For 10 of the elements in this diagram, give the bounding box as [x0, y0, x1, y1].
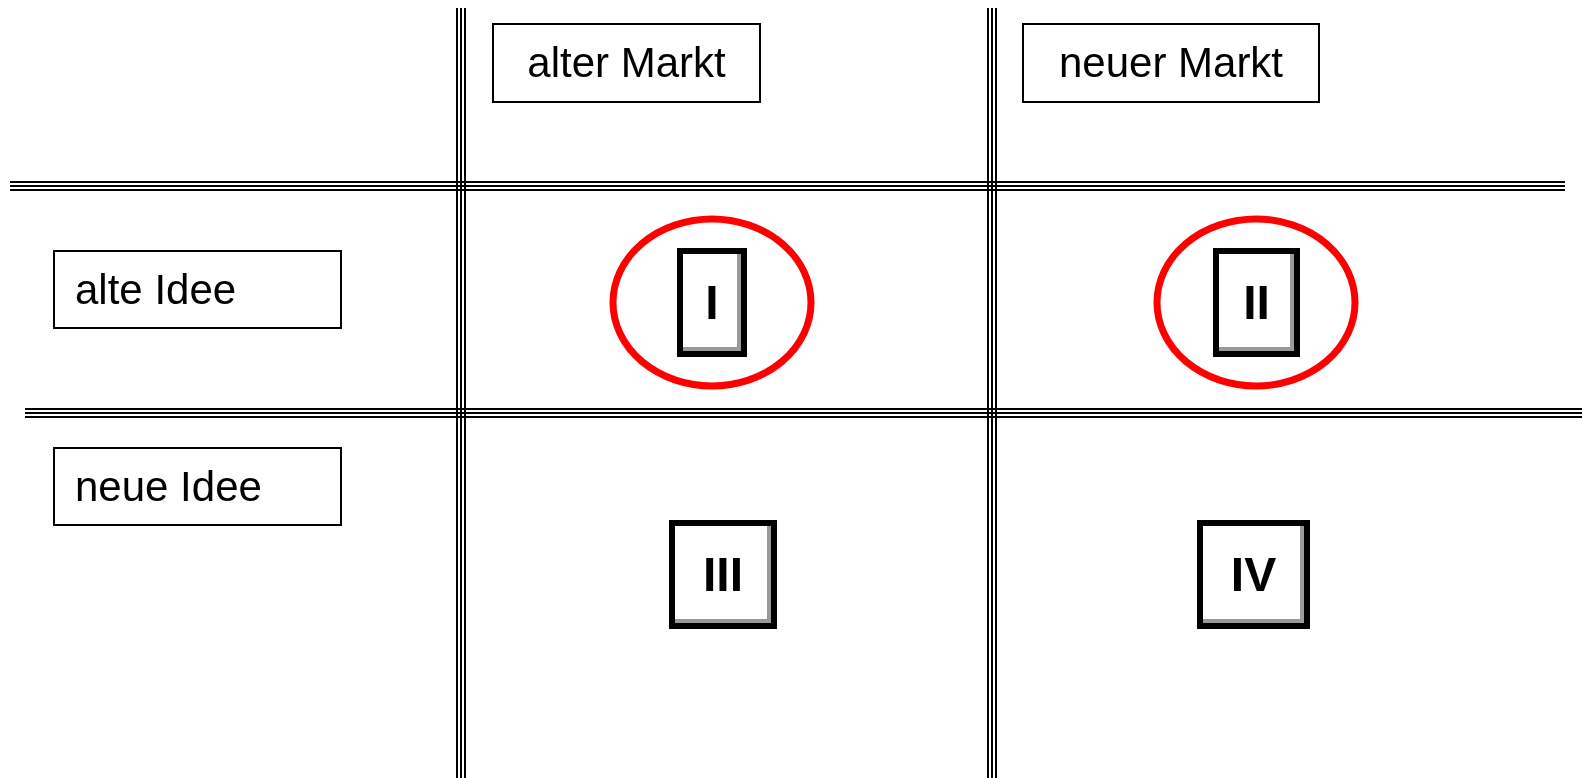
ellipse-outline	[1153, 215, 1359, 390]
label-box: alter Markt	[492, 23, 761, 103]
numeral-box: IV	[1197, 520, 1310, 629]
label-box: neuer Markt	[1022, 23, 1320, 103]
label-box: alte Idee	[53, 250, 342, 329]
ellipse-outline	[609, 215, 815, 390]
numeral-box: III	[669, 520, 777, 629]
label-box: neue Idee	[53, 447, 342, 526]
numeral-box: II	[1213, 248, 1300, 357]
numeral-box: I	[677, 248, 747, 357]
